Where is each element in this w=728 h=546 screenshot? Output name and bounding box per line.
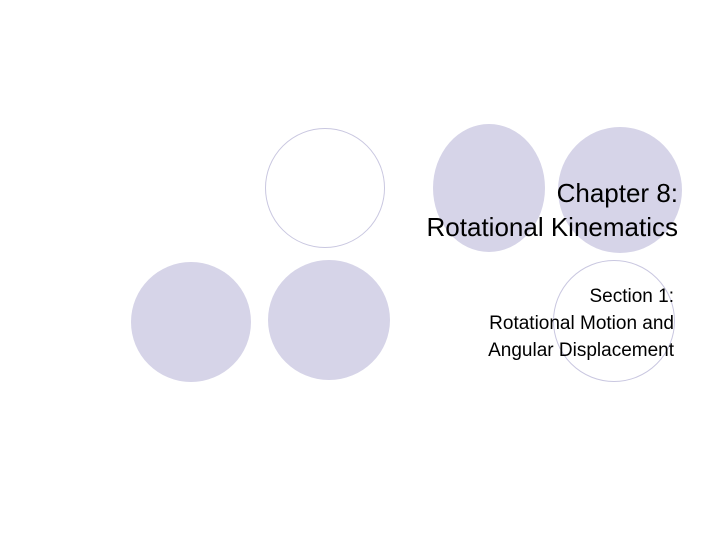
slide-subtitle-line-1: Section 1:: [589, 286, 675, 307]
decorative-circle-outline-bottom: [553, 260, 675, 382]
slide-title-line-2: Rotational Kinematics: [426, 212, 678, 242]
decorative-circle-filled-bottom-middle: [268, 260, 390, 380]
decorative-circle-filled-bottom-left: [131, 262, 251, 382]
slide-title: Chapter 8: Rotational Kinematics: [60, 176, 678, 244]
slide-subtitle: Section 1: Rotational Motion and Angular…: [60, 283, 674, 364]
slide-title-line-1: Chapter 8:: [556, 178, 678, 208]
slide-subtitle-line-2: Rotational Motion and: [489, 313, 674, 334]
decorative-circle-filled-top-right: [558, 127, 682, 253]
slide-subtitle-line-3: Angular Displacement: [488, 340, 674, 361]
decorative-circle-outline-top: [265, 128, 385, 248]
decorative-circle-filled-top-left: [433, 124, 545, 252]
